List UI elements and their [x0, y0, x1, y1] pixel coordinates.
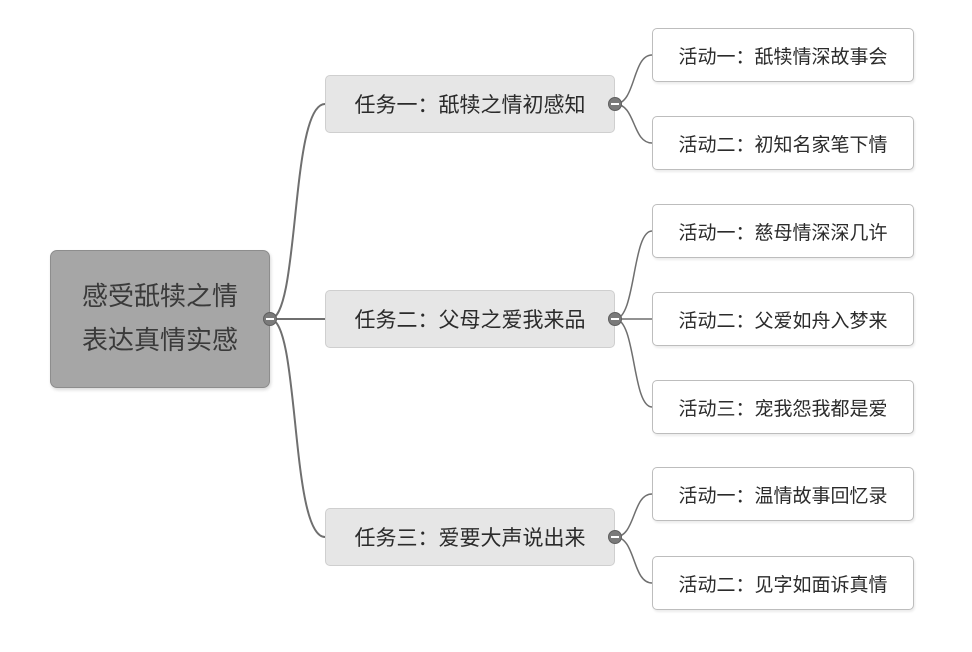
link-task-2-act-3: [614, 318, 653, 408]
activity-label: 活动二：父爱如舟入梦来: [678, 309, 888, 332]
link-task-2-act-1: [614, 230, 653, 320]
activity-node[interactable]: 活动一：慈母情深深几许: [652, 204, 914, 258]
activity-label: 活动三：宠我怨我都是爱: [678, 397, 888, 420]
link-task-1-act-2: [614, 103, 653, 144]
task-node-1[interactable]: 任务一：舐犊之情初感知: [325, 75, 615, 133]
collapse-toggle-icon[interactable]: [608, 530, 622, 544]
link-task-3-act-2: [614, 536, 653, 584]
collapse-toggle-icon[interactable]: [608, 312, 622, 326]
activity-node[interactable]: 活动三：宠我怨我都是爱: [652, 380, 914, 434]
activity-node[interactable]: 活动二：父爱如舟入梦来: [652, 292, 914, 346]
link-root-task-1: [269, 103, 326, 320]
task-label: 任务一：舐犊之情初感知: [354, 93, 586, 117]
activity-label: 活动二：见字如面诉真情: [678, 573, 888, 596]
activity-node[interactable]: 活动二：见字如面诉真情: [652, 556, 914, 610]
activity-label: 活动一：舐犊情深故事会: [678, 45, 888, 68]
root-topic-line-2: 表达真情实感: [81, 326, 238, 356]
activity-label: 活动一：温情故事回忆录: [678, 484, 888, 507]
link-task-3-act-1: [614, 493, 653, 538]
task-node-2[interactable]: 任务二：父母之爱我来品: [325, 290, 615, 348]
root-topic-line-1: 感受舐犊之情: [81, 282, 238, 312]
activity-label: 活动一：慈母情深深几许: [678, 221, 888, 244]
task-label: 任务三：爱要大声说出来: [354, 526, 586, 550]
activity-node[interactable]: 活动一：温情故事回忆录: [652, 467, 914, 521]
task-label: 任务二：父母之爱我来品: [354, 308, 586, 332]
activity-node[interactable]: 活动一：舐犊情深故事会: [652, 28, 914, 82]
link-task-1-act-1: [614, 54, 653, 105]
collapse-toggle-icon[interactable]: [263, 312, 277, 326]
collapse-toggle-icon[interactable]: [608, 97, 622, 111]
task-node-3[interactable]: 任务三：爱要大声说出来: [325, 508, 615, 566]
root-topic[interactable]: 感受舐犊之情 表达真情实感: [50, 250, 270, 388]
activity-node[interactable]: 活动二：初知名家笔下情: [652, 116, 914, 170]
link-root-task-3: [269, 318, 326, 538]
activity-label: 活动二：初知名家笔下情: [678, 133, 888, 156]
